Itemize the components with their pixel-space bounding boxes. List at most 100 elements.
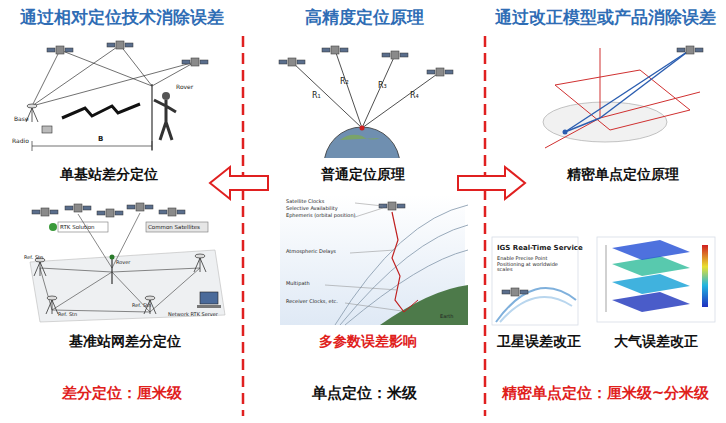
network-rtk-illustration-part: [111, 258, 112, 284]
error-sources-illustration-part: [380, 285, 468, 325]
network-rtk-illustration-part: [197, 305, 221, 308]
rtk-illustration-part: [32, 141, 33, 151]
network-rtk-illustration-part: [30, 250, 225, 322]
illustration-label: Multipath: [286, 281, 310, 287]
panel-caption: 大气误差改正: [593, 333, 718, 351]
error-sources-illustration-part: [335, 205, 468, 325]
illustration-label: IGS Real-Time Service: [497, 245, 583, 253]
ranging-illustration-part-part: [292, 62, 362, 128]
error-sources-illustration-part: [404, 300, 418, 312]
illustration-label: Base: [14, 116, 29, 123]
panel-box: 基准站网差分定位: [20, 195, 230, 355]
panel-caption: 精密单点定位原理: [525, 166, 720, 184]
panel-box: 精密单点定位原理: [525, 38, 720, 188]
ranging-illustration-part: [324, 127, 400, 158]
panel-box: 大气误差改正: [593, 230, 718, 355]
ranging-illustration-part-part: [362, 55, 395, 128]
ranging-illustration-part: [292, 50, 440, 128]
column-band: 普通定位原理多参数误差影响高精度定位原理单点定位：米级: [243, 0, 485, 423]
error-sources-illustration-part: [392, 212, 404, 312]
layer-plot-image: [597, 237, 715, 322]
error-sources-illustration-part-part: [350, 250, 395, 253]
error-sources-illustration-part: [325, 203, 402, 311]
panel-caption: 普通定位原理: [268, 166, 458, 184]
ranging-illustration-part: [322, 46, 348, 54]
network-rtk-illustration-part: [46, 296, 58, 314]
illustration-label: Common Satellites: [148, 224, 200, 230]
network-rtk-illustration-part: [159, 208, 185, 216]
illustration-label: Ref. Stn: [132, 303, 151, 309]
column-heading: 通过相对定位技术消除误差: [0, 6, 243, 29]
ppp-illustration-part: [565, 50, 690, 132]
rtk-illustration-part-part: [32, 50, 60, 106]
layer-plot-image-part: [612, 292, 690, 312]
layer-plot-image-part: [612, 274, 690, 294]
network-rtk-illustration: [30, 203, 225, 322]
illustration-label: Enable Precise Point Positioning at worl…: [497, 256, 573, 273]
illustration-label: B: [98, 136, 103, 144]
ranging-illustration-part-part: [362, 72, 440, 128]
layer-plot-image-part: [612, 256, 690, 276]
igs-image-part: [500, 297, 572, 322]
column-heading: 通过改正模型或产品消除误差: [485, 6, 726, 29]
network-rtk-illustration-part: [200, 292, 218, 304]
igs-image-part: [496, 288, 576, 322]
panel-caption: 单基站差分定位: [8, 166, 210, 184]
separator-line: [243, 36, 485, 416]
illustration-label: Selective Availability: [286, 206, 338, 212]
rtk-illustration-part: [151, 84, 152, 150]
error-sources-illustration-part-part: [355, 203, 383, 206]
separator-line-part: [242, 36, 245, 416]
ranging-illustration-part-part: [335, 50, 362, 128]
accuracy-note: 单点定位：米级: [243, 384, 485, 403]
layer-plot-image-part: [597, 237, 715, 322]
rtk-illustration-part-part: [32, 62, 195, 106]
rtk-illustration-part-part: [152, 62, 195, 86]
illustration-label: Ref. Stn: [58, 312, 77, 318]
error-sources-illustration: [280, 195, 468, 325]
illustration-label: Earth: [440, 314, 453, 320]
ppp-illustration-part: [543, 102, 667, 142]
igs-image-part: [502, 288, 528, 296]
network-rtk-illustration-part-part: [40, 268, 112, 272]
ppp-illustration-part-part: [545, 118, 600, 148]
rtk-illustration-part: [62, 104, 140, 118]
rtk-illustration-part: [162, 92, 170, 100]
network-rtk-illustration-part: [146, 222, 208, 232]
network-rtk-illustration-part: [34, 258, 46, 276]
panel-caption: 卫星误差改正: [490, 333, 587, 351]
panel-caption: 基准站网差分定位: [20, 333, 230, 351]
hollow-arrow: [210, 167, 268, 199]
network-rtk-illustration-part: [97, 209, 123, 217]
network-rtk-illustration-part-part: [52, 272, 112, 310]
separator-line-part: [484, 36, 487, 416]
panel-box: 单基站差分定位: [8, 38, 210, 188]
ppp-illustration-part-part: [600, 50, 690, 118]
accuracy-note: 精密单点定位：厘米级~分米级: [485, 384, 726, 403]
ppp-illustration: [543, 46, 703, 148]
rtk-illustration-part: [42, 126, 52, 133]
rtk-illustration-part: [152, 141, 153, 151]
illustration-label: Rover: [176, 84, 193, 91]
ppp-illustration-part: [677, 46, 703, 54]
ppp-illustration-part-part: [555, 70, 690, 130]
ppp-illustration-part-part: [565, 118, 600, 132]
accuracy-note: 差分定位：厘米级: [0, 384, 243, 403]
rtk-illustration: [26, 41, 208, 151]
ppp-illustration-part-part: [600, 48, 601, 118]
network-rtk-illustration-part: [194, 254, 206, 272]
network-rtk-illustration-part: [65, 204, 91, 212]
rtk-illustration-part: [107, 41, 133, 49]
column-band: 精密单点定位原理卫星误差改正大气误差改正 通过改正模型或产品消除误差精密单点定位：…: [485, 0, 726, 423]
network-rtk-illustration-part: [58, 222, 108, 232]
network-rtk-illustration-part-part: [112, 268, 200, 272]
error-sources-illustration-part-part: [345, 303, 402, 311]
ppp-illustration-part-part: [565, 50, 690, 132]
rtk-illustration-part: [32, 45, 195, 106]
illustration-label: Rover: [116, 260, 130, 266]
illustration-label: Receiver Clocks, etc.: [286, 299, 338, 305]
layer-plot-image-part: [702, 245, 708, 307]
rtk-illustration-part-part: [120, 45, 152, 86]
